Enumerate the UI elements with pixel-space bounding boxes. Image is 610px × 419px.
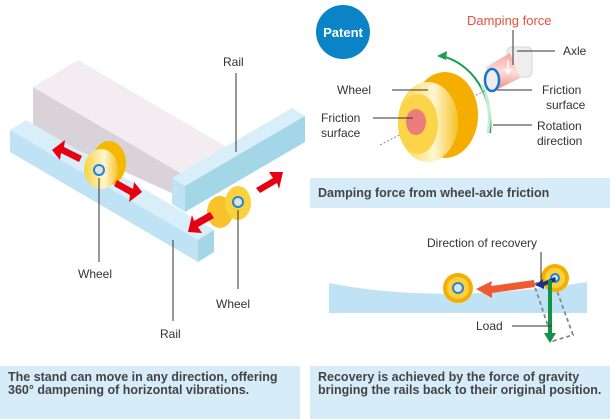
label-wheel: Wheel xyxy=(337,83,372,97)
label-friction-surface-right-2: surface xyxy=(546,98,586,112)
label-axle: Axle xyxy=(563,44,587,58)
label-wheel-right: Wheel xyxy=(216,297,251,311)
patent-badge: Patent xyxy=(316,5,370,59)
arrow-right-wheel xyxy=(188,172,283,233)
label-damping-force: Damping force xyxy=(467,13,552,28)
label-rail-bottom: Rail xyxy=(160,327,181,341)
caption-damping: Damping force from wheel-axle friction xyxy=(310,178,610,208)
rail-upper xyxy=(172,108,305,212)
wheel-rest xyxy=(443,273,473,303)
label-friction-surface-left-1: Friction xyxy=(321,111,361,125)
label-direction-of-recovery: Direction of recovery xyxy=(427,236,538,250)
label-rotation-2: direction xyxy=(537,134,583,148)
axle xyxy=(483,46,533,93)
load-box-dashed xyxy=(532,275,575,343)
label-load: Load xyxy=(476,319,503,333)
rotation-arrow xyxy=(437,51,492,134)
label-friction-surface-left-2: surface xyxy=(321,126,361,140)
wheel-left xyxy=(84,141,126,189)
label-rail-top: Rail xyxy=(223,55,244,69)
label-friction-surface-right-1: Friction xyxy=(542,83,582,97)
caption-recovery: Recovery is achieved by the force of gra… xyxy=(310,366,610,419)
label-rotation-1: Rotation xyxy=(537,119,582,133)
wheel-exploded xyxy=(398,72,478,162)
recovery-arrow xyxy=(476,280,535,298)
load-arrow xyxy=(544,280,556,343)
caption-stand-movement: The stand can move in any direction, off… xyxy=(0,366,300,419)
arrow-left-wheel xyxy=(52,140,142,202)
leader-lines-top-right xyxy=(373,30,555,126)
wheel-right xyxy=(207,186,251,228)
leader-lines-bottom-right xyxy=(512,252,552,327)
leader-lines-left xyxy=(98,73,239,321)
label-wheel-left: Wheel xyxy=(78,267,113,281)
